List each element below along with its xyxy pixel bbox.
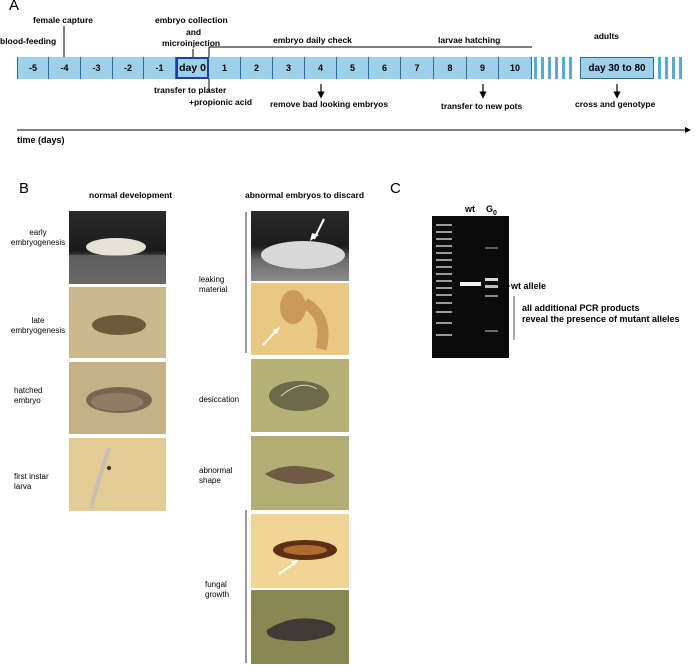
lane-label-g0: G0 [486,204,497,217]
abnormal-embryos-title: abnormal embryos to discard [245,190,365,200]
label-mutant-note-1: all additional PCR products [522,303,640,313]
gel-image [432,216,509,358]
timeline-day-10: 10 [499,57,532,79]
panel-a-letter: A [9,0,20,14]
photo-desiccation [250,358,350,433]
timeline-day-m5: -5 [17,57,49,79]
timeline-day-m1: -1 [144,57,176,79]
photo-fungal-growth-2 [250,589,350,665]
timeline-day-2: 2 [241,57,273,79]
photo-first-instar-larva [68,437,167,512]
gel-annotation-lines [500,285,515,340]
timeline-adult-box: day 30 to 80 [580,57,654,79]
photo-abnormal-shape [250,435,350,511]
photo-early-embryogenesis [68,210,167,285]
timeline-day-7: 7 [401,57,434,79]
label-embryo-daily-check: embryo daily check [273,35,352,45]
label-adults: adults [594,31,620,41]
label-mutant-note-2: reveal the presence of mutant alleles [522,314,680,324]
normal-development-title: normal development [89,190,173,200]
photo-leaking-material-1 [250,210,350,282]
photo-leaking-material-2 [250,282,350,356]
panel-c-letter: C [390,180,401,197]
label-remove-bad-embryos: remove bad looking embryos [270,99,389,109]
photo-late-embryogenesis [68,286,167,359]
label-propionic-acid: +propionic acid [189,97,253,107]
timeline-day-9: 9 [467,57,499,79]
abnormal-bracket [245,212,247,663]
label-desiccation: desiccation [199,395,240,404]
label-transfer-new-pots: transfer to new pots [441,101,523,111]
timeline-day-5: 5 [337,57,369,79]
photo-fungal-growth-1 [250,513,350,589]
label-and: and [186,27,202,37]
timeline-day-4: 4 [305,57,337,79]
label-transfer-plaster: transfer to plaster [154,85,227,95]
timeline-day-3: 3 [273,57,305,79]
timeline-day-m2: -2 [113,57,144,79]
timeline-break-stripes-right [658,57,682,79]
panel-b-letter: B [19,180,30,197]
timeline-day-m4: -4 [49,57,81,79]
label-wt-allele: wt allele [511,281,547,291]
panel-a-annotation-lines [17,26,691,133]
label-blood-feeding: blood-feeding [0,36,57,46]
timeline-day-0: day 0 [176,57,209,79]
label-microinjection: microinjection [162,38,221,48]
label-female-capture: female capture [33,15,93,25]
timeline-day-8: 8 [434,57,467,79]
label-larvae-hatching: larvae hatching [438,35,501,45]
photo-hatched-embryo [68,361,167,435]
timeline-break-stripes-left [534,57,572,79]
timeline-day-m3: -3 [81,57,113,79]
label-time-days: time (days) [17,135,65,145]
label-cross-genotype: cross and genotype [575,99,656,109]
timeline-day-1: 1 [209,57,241,79]
timeline-day-6: 6 [369,57,401,79]
label-embryo-collection: embryo collection [155,15,228,25]
lane-label-wt: wt [465,204,475,214]
